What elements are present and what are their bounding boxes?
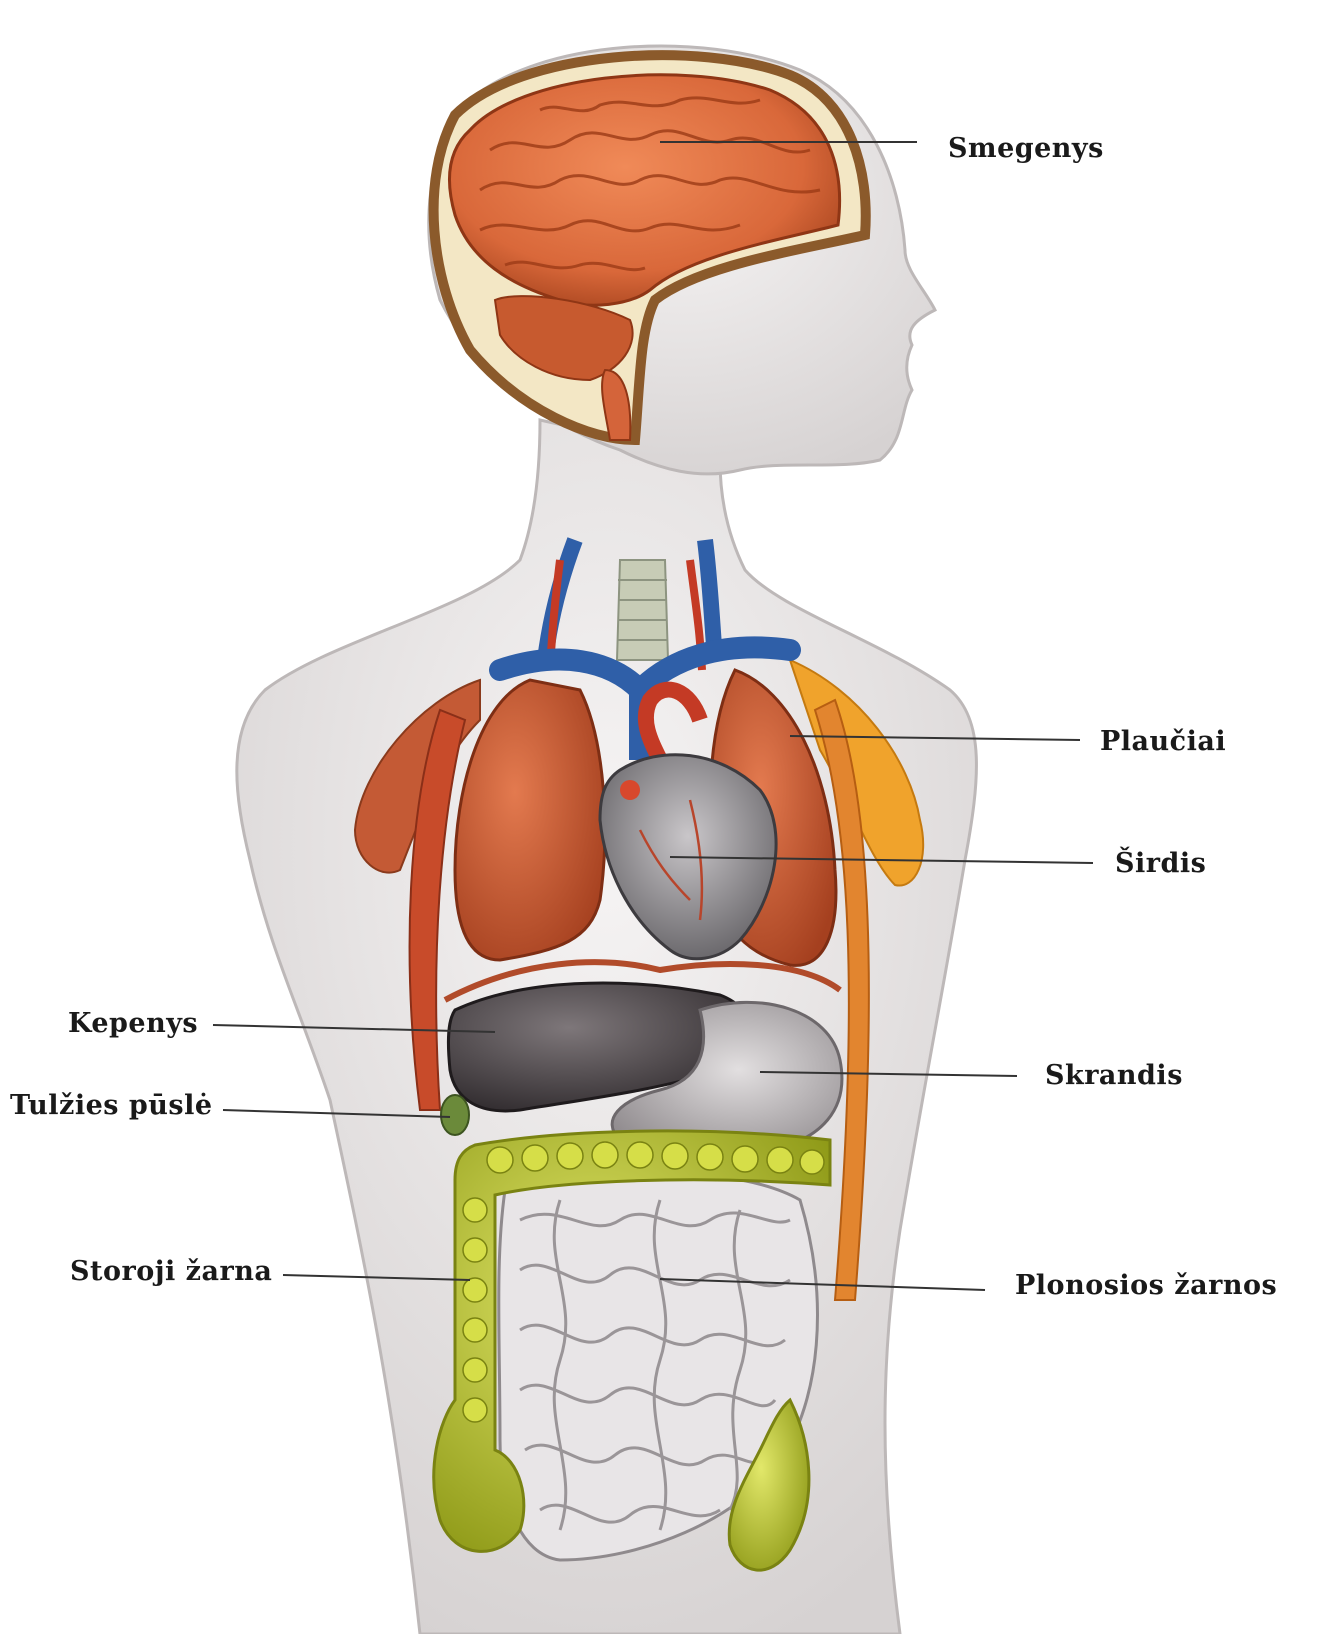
label-brain: Smegenys	[948, 135, 1104, 162]
label-large-intestine: Storoji žarna	[70, 1258, 272, 1285]
label-stomach: Skrandis	[1045, 1062, 1183, 1089]
trachea	[617, 560, 668, 660]
label-heart: Širdis	[1115, 850, 1206, 877]
gallbladder	[441, 1095, 469, 1135]
label-small-intestine: Plonosios žarnos	[1015, 1272, 1277, 1299]
label-lungs: Plaučiai	[1100, 728, 1226, 755]
label-liver: Kepenys	[68, 1010, 198, 1037]
head	[429, 46, 935, 474]
label-gallbladder: Tulžies pūslė	[10, 1092, 213, 1119]
